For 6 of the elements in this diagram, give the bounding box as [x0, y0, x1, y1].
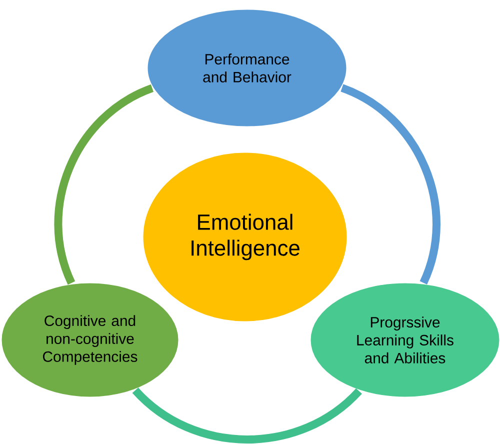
ellipse-node: Cognitive and non-cognitive Competencies: [0, 282, 180, 398]
ring-arc: [340, 84, 440, 284]
ring-arc: [132, 387, 362, 444]
ring-arc: [54, 84, 154, 284]
ellipse-node: Progrssive Learning Skills and Abilities: [309, 282, 500, 398]
ellipse-node: Performance and Behavior: [146, 8, 348, 128]
